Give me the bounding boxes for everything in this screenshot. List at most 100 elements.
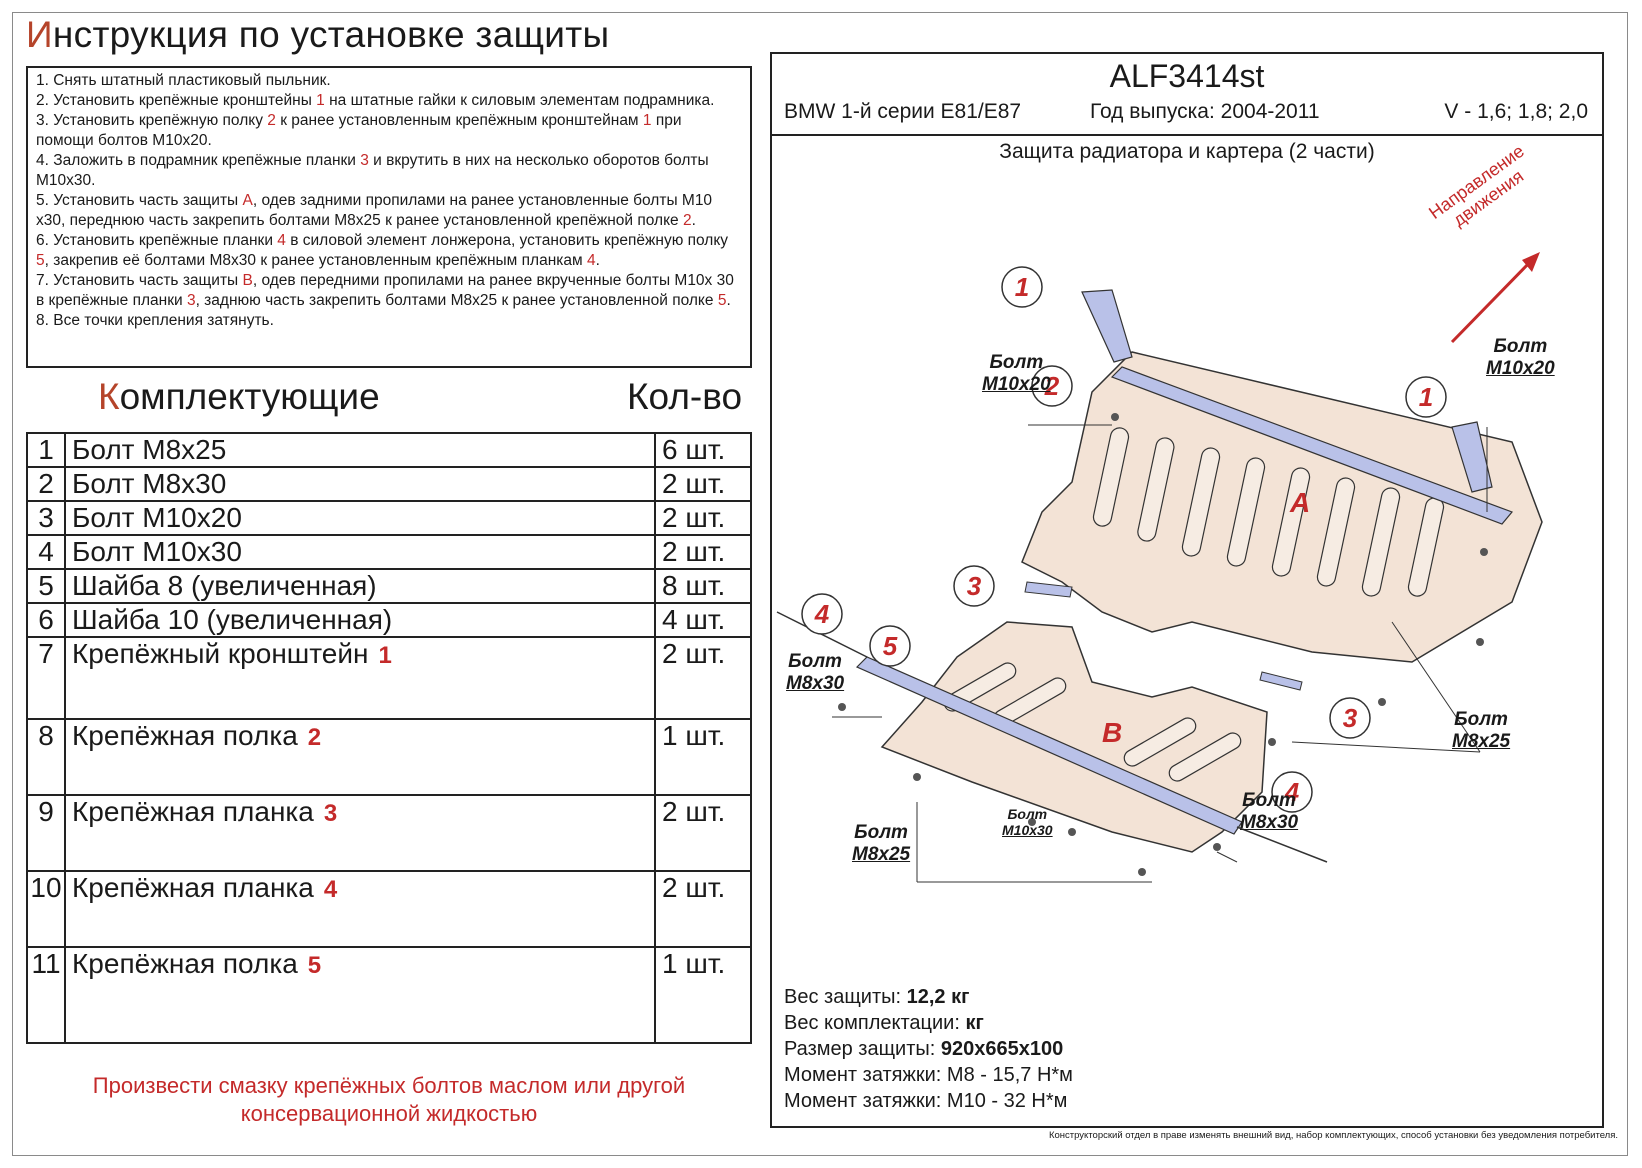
part-name-cell: Крепёжная планка 3 [64,794,656,872]
product-subtitle: Защита радиатора и картера (2 части) [999,140,1375,163]
product-code: ALF3414st [1109,58,1265,94]
part-ref: 4 [323,876,338,903]
part-number: 8 [26,718,66,796]
part-name: Крепёжная планка [72,796,314,827]
strip-3-right [1259,671,1303,691]
page-frame [12,12,1628,1156]
strip-3-left [1024,581,1073,598]
instructions-box: 1. Снять штатный пластиковый пыльник.2. … [26,66,752,368]
part-number: 3 [26,500,66,536]
qty-heading: Кол-во [627,376,743,417]
part-name-cell: Болт М10х30 [64,534,656,570]
spec-line: Момент затяжки: М10 - 32 Н*м [784,1090,1068,1112]
svg-text:4: 4 [814,599,830,629]
part-qty: 2 шт. [654,534,752,570]
instruction-step: 8. Все точки крепления затянуть. [36,312,274,329]
part-ref: 2 [307,724,322,751]
instruction-step: 6. Установить крепёжные планки 4 в силов… [36,232,729,269]
instruction-step: 7. Установить часть защиты В, одев перед… [36,272,734,309]
bracket-1-right [1451,421,1493,493]
instruction-step: 2. Установить крепёжные кронштейны 1 на … [36,92,715,109]
bracket-1-left [1081,289,1133,363]
part-number: 6 [26,602,66,638]
part-name-cell: Шайба 10 (увеличенная) [64,602,656,638]
part-number: 10 [26,870,66,948]
part-qty: 2 шт. [654,500,752,536]
part-number: 7 [26,636,66,720]
part-qty: 1 шт. [654,718,752,796]
part-name: Крепёжная планка [72,872,314,903]
svg-text:5: 5 [883,631,898,661]
svg-text:4: 4 [1284,777,1300,807]
part-ref: 5 [307,952,322,979]
part-name: Крепёжный кронштейн [72,638,369,669]
direction-arrow [1450,252,1540,344]
part-name-cell: Болт М10х20 [64,500,656,536]
spec-line: Размер защиты: 920х665х100 [784,1038,1064,1060]
part-name-cell: Шайба 8 (увеличенная) [64,568,656,604]
part-qty: 2 шт. [654,466,752,502]
svg-text:1: 1 [1419,382,1433,412]
instruction-step: 4. Заложить в подрамник крепёжные планки… [36,152,709,189]
part-number: 11 [26,946,66,1044]
part-number: 2 [26,466,66,502]
part-name: Крепёжная полка [72,720,298,751]
part-name-cell: Болт М8х30 [64,466,656,502]
spec-panel: ALF3414st BMW 1-й серии E81/E87 Год выпу… [770,52,1604,1128]
callout-2: 2 [1031,365,1073,407]
assembly-diagram: A B 1 1 2 3 3 [776,252,1543,883]
spec-header: ALF3414st BMW 1-й серии E81/E87 Год выпу… [772,54,1602,136]
strip-4-right [1236,826,1328,863]
part-number: 1 [26,432,66,468]
part-qty: 2 шт. [654,870,752,948]
plate-a [1021,351,1543,663]
part-name-cell: Крепёжная полка 5 [64,946,656,1044]
part-qty: 6 шт. [654,432,752,468]
lubrication-note: Произвести смазку крепёжных болтов масло… [92,1073,686,1126]
callout-3-right: 3 [1329,697,1371,739]
part-a-letter: A [1289,487,1310,518]
part-name-cell: Болт М8х25 [64,432,656,468]
part-ref: 1 [378,642,392,669]
svg-text:1: 1 [1015,272,1029,302]
part-qty: 1 шт. [654,946,752,1044]
part-name: Болт М10х30 [72,536,242,567]
part-ref: 3 [323,800,338,827]
instruction-step: 5. Установить часть защиты А, одев задни… [36,192,713,229]
spec-line: Момент затяжки: М8 - 15,7 Н*м [784,1064,1073,1086]
part-name: Крепёжная полка [72,948,298,979]
part-qty: 4 шт. [654,602,752,638]
instruction-step: 3. Установить крепёжную полку 2 к ранее … [36,112,682,149]
part-number: 4 [26,534,66,570]
spec-line: Вес защиты: 12,2 кг [784,986,970,1008]
engine-volumes: V - 1,6; 1,8; 2,0 [1444,100,1588,123]
part-name-cell: Крепёжный кронштейн 1 [64,636,656,720]
part-name: Болт М8х25 [72,434,227,465]
callout-4-right: 4 [1271,771,1313,813]
svg-text:2: 2 [1044,371,1060,401]
callout-3-left: 3 [953,565,995,607]
svg-text:3: 3 [1343,703,1358,733]
part-name: Шайба 8 (увеличенная) [72,570,377,601]
page-title: Инструкция по установке защиты [26,14,610,55]
part-name-cell: Крепёжная полка 2 [64,718,656,796]
part-qty: 2 шт. [654,794,752,872]
part-name-cell: Крепёжная планка 4 [64,870,656,948]
part-number: 9 [26,794,66,872]
part-name: Болт М10х20 [72,502,242,533]
